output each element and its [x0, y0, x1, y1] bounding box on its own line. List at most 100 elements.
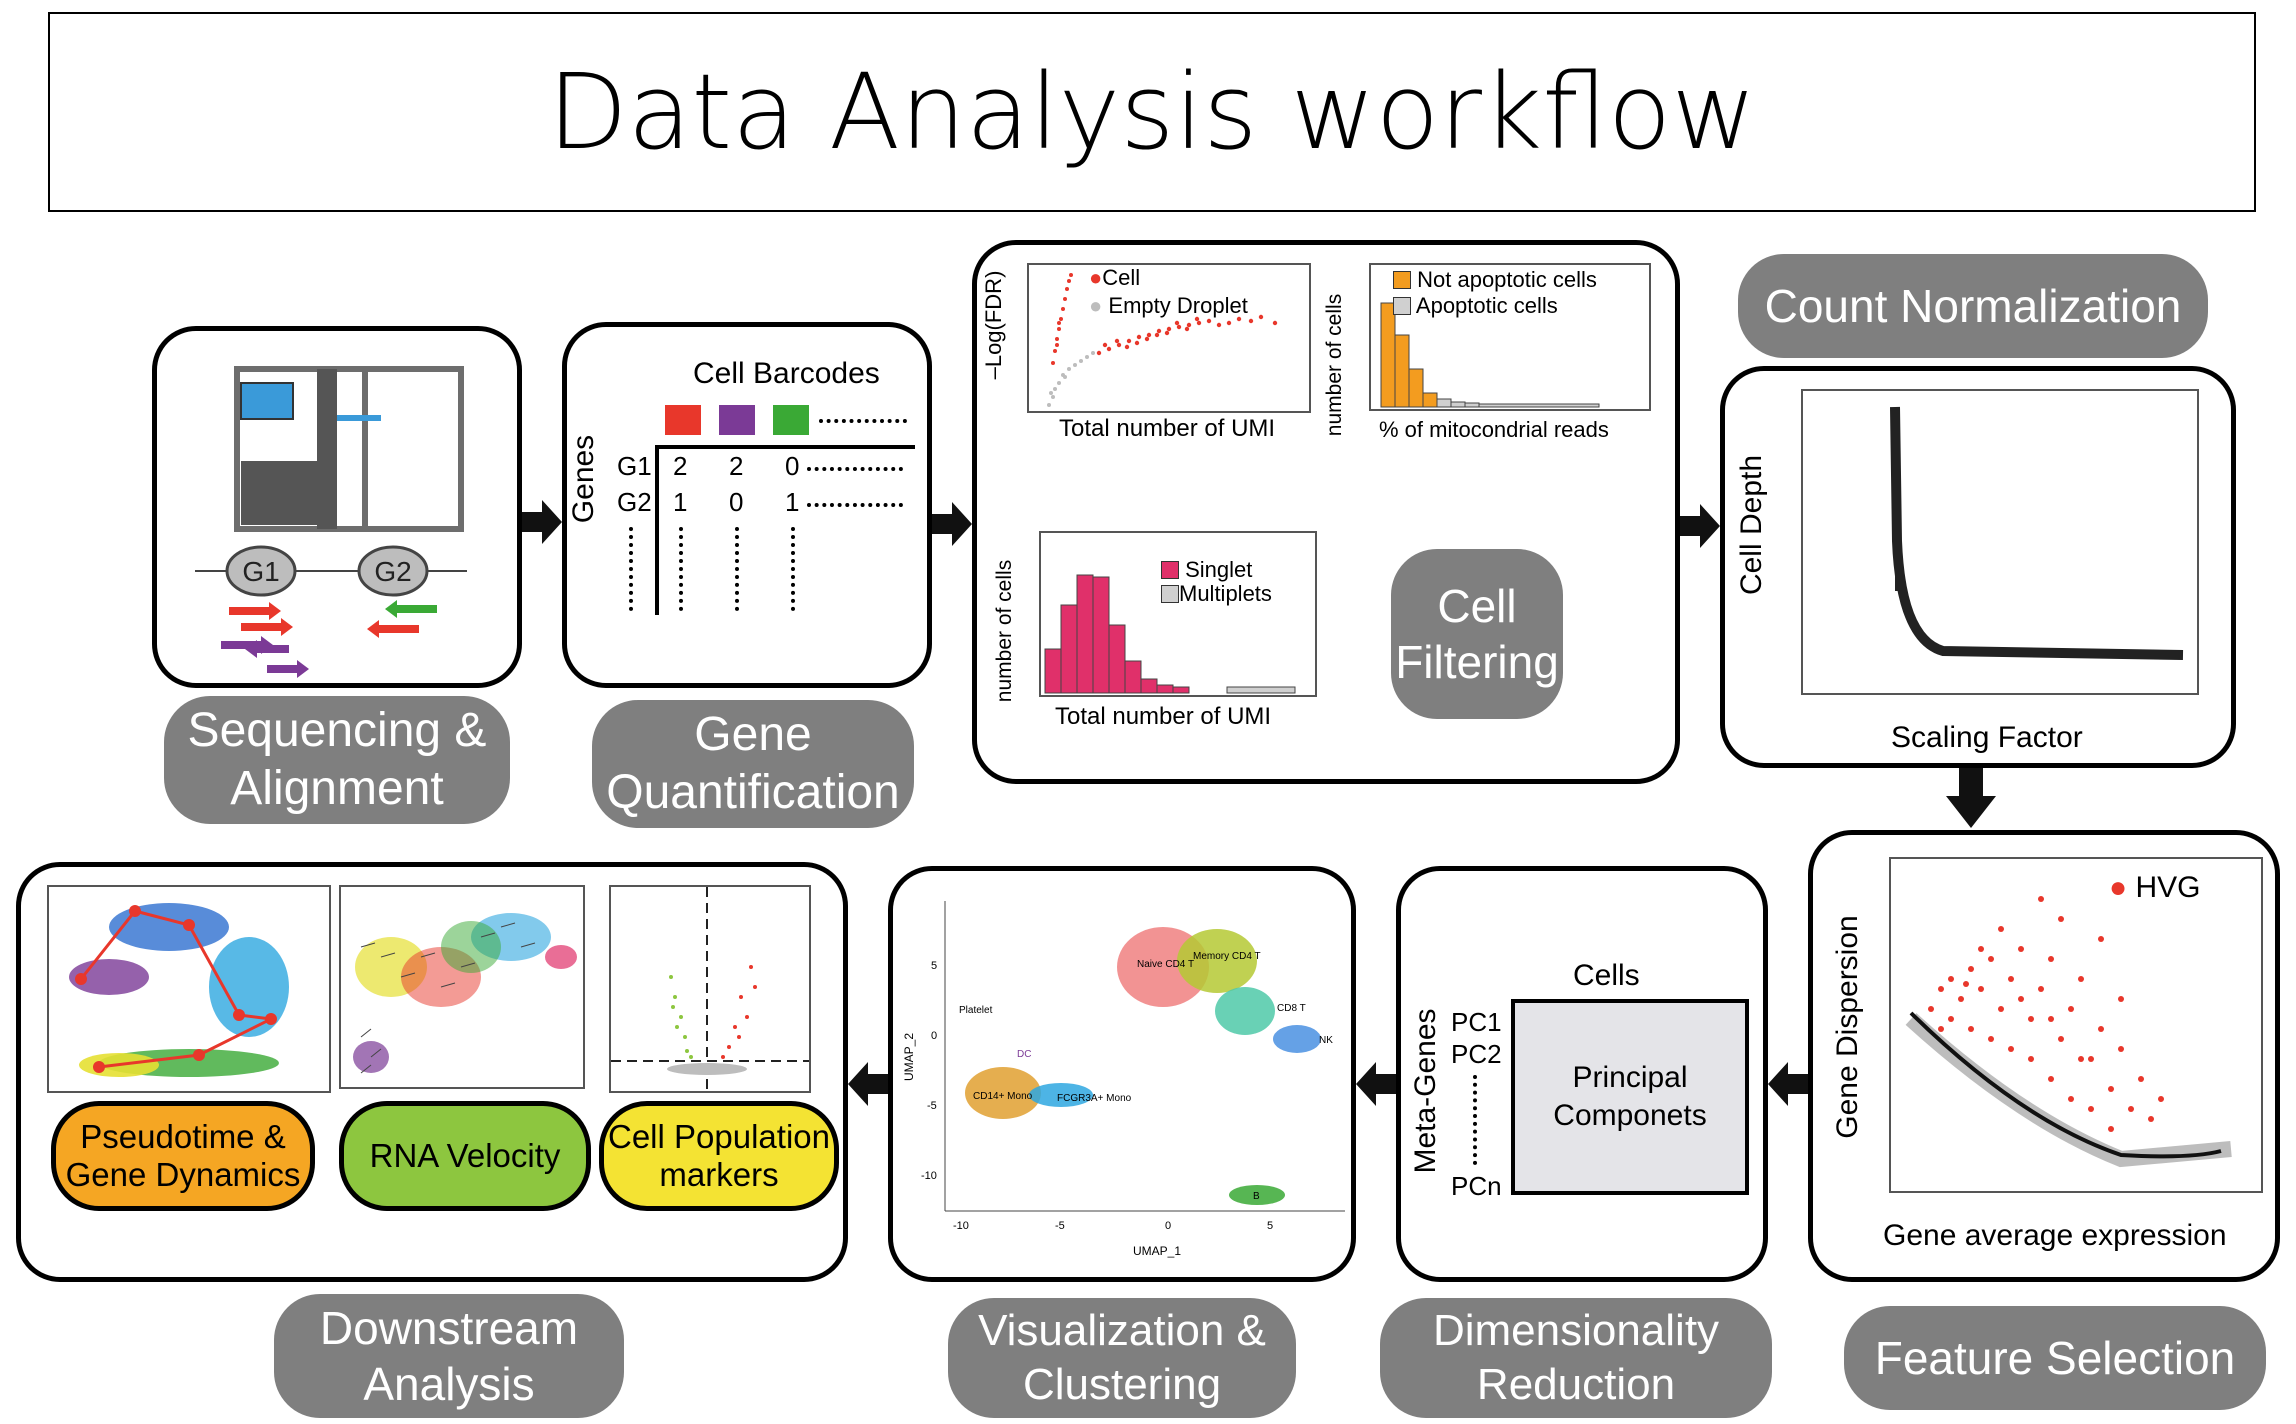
stage-label-downstream: Downstream Analysis: [274, 1294, 624, 1418]
feature-selection-panel: ● HVG Gene Dispersion Gene average expre…: [1808, 830, 2280, 1282]
cell-value: 0: [785, 451, 800, 481]
sequencer-illustration: G1 G2: [195, 366, 467, 678]
dispersion-ylabel: Gene Dispersion: [1831, 915, 1864, 1139]
rna-velocity-field: [353, 913, 577, 1074]
pc1-label: PC1: [1451, 1007, 1502, 1037]
arrow-right-icon: [522, 500, 562, 544]
rna-velocity-plot: [339, 885, 585, 1089]
x-tick: -5: [1055, 1220, 1065, 1232]
scaling-factor-xlabel: Scaling Factor: [1891, 721, 2083, 754]
mito-histogram-bars: [1380, 302, 1600, 408]
cluster-label: NK: [1319, 1035, 1333, 1046]
arrow-left-icon: [1356, 1062, 1396, 1106]
legend-singlet: Singlet: [1161, 557, 1252, 583]
cluster-label: FCGR3A+ Mono: [1057, 1093, 1132, 1104]
dispersion-scatter: [1905, 896, 2232, 1168]
chip-cell-population-markers: Cell Population markers: [599, 1101, 839, 1211]
sequencing-panel: G1 G2: [152, 326, 522, 688]
barcode-green: [773, 405, 809, 435]
stage-label-sequencing: Sequencing & Alignment: [164, 696, 510, 824]
arrow-right-icon: [932, 502, 972, 546]
matrix-top-rule: [657, 445, 915, 449]
cell-value: 0: [729, 487, 744, 517]
dispersion-xlabel: Gene average expression: [1883, 1219, 2227, 1252]
arrow-left-icon: [848, 1062, 888, 1106]
chip-pseudotime: Pseudotime & Gene Dynamics: [51, 1101, 315, 1211]
row-gene-g2: G2: [617, 487, 652, 517]
arrow-right-icon: [1680, 504, 1720, 548]
cells-label: Cells: [1573, 959, 1640, 992]
y-tick: -10: [921, 1170, 937, 1182]
gene2-label: G2: [374, 556, 411, 587]
legend-cell: ●Cell: [1089, 265, 1141, 290]
matrix-left-rule: [655, 445, 659, 615]
legend-not-apoptotic: Not apoptotic cells: [1393, 267, 1597, 293]
stage-label-visualization: Visualization & Clustering: [948, 1298, 1296, 1418]
mito-histogram: [1369, 263, 1651, 411]
cluster-label: Naive CD4 T: [1137, 959, 1194, 970]
normalization-panel: Cell Depth Scaling Factor: [1720, 366, 2236, 768]
row-gene-g1: G1: [617, 451, 652, 481]
dispersion-plot: [1889, 857, 2263, 1193]
fdr-ylabel: –Log(FDR): [981, 270, 1006, 380]
pc2-label: PC2: [1451, 1039, 1502, 1069]
singlet-histogram-bars: [1044, 574, 1296, 694]
genes-axis-label: Genes: [567, 434, 600, 524]
fdr-scatter-points: [1047, 273, 1278, 407]
x-tick: 0: [1165, 1220, 1171, 1232]
fdr-xlabel: Total number of UMI: [1059, 415, 1276, 442]
cluster-label: CD14+ Mono: [973, 1091, 1033, 1102]
chip-rna-velocity: RNA Velocity: [339, 1101, 591, 1211]
pcn-label: PCn: [1451, 1171, 1502, 1201]
y-tick: 5: [931, 960, 937, 972]
arrow-left-icon: [1768, 1062, 1808, 1106]
cluster-label: DC: [1017, 1049, 1031, 1060]
page-title: Data Analysis workflow: [547, 51, 1757, 173]
mito-xlabel: % of mitocondrial reads: [1379, 417, 1609, 442]
gene-quant-panel: Cell Barcodes Genes G1 2 2 0 G2 1 0 1: [562, 322, 932, 688]
cell-depth-curve: [1890, 406, 2184, 660]
singlet-xlabel: Total number of UMI: [1055, 703, 1272, 730]
singlet-histogram: [1039, 531, 1317, 697]
dim-reduction-panel: Cells Meta-Genes PC1 PC2 PCn Principal C…: [1396, 866, 1768, 1282]
cluster-label: B: [1253, 1191, 1260, 1202]
pseudotime-plot: [47, 885, 331, 1093]
legend-empty-droplet: ● Empty Droplet: [1089, 293, 1248, 318]
metagenes-label: Meta-Genes: [1409, 1008, 1442, 1174]
cell-value: 2: [673, 451, 688, 481]
cluster-label: CD8 T: [1277, 1003, 1306, 1014]
legend-hvg: ● HVG: [2109, 871, 2201, 904]
mito-ylabel: number of cells: [1323, 293, 1346, 437]
umap-xlabel: UMAP_1: [1133, 1244, 1181, 1258]
stage-label-normalization: Count Normalization: [1738, 254, 2208, 358]
cell-depth-ylabel: Cell Depth: [1735, 454, 1768, 596]
legend-multiplets: Multiplets: [1161, 581, 1272, 607]
cell-depth-plot: [1801, 389, 2199, 695]
stage-label-feature-selection: Feature Selection: [1844, 1306, 2266, 1410]
cell-value: 1: [785, 487, 800, 517]
title-box: Data Analysis workflow: [48, 12, 2256, 212]
volcano-points: [611, 887, 809, 1091]
singlet-ylabel: number of cells: [993, 559, 1016, 703]
cell-barcodes-label: Cell Barcodes: [693, 357, 880, 390]
cell-value: 2: [729, 451, 744, 481]
cell-filtering-panel: ●Cell ● Empty Droplet –Log(FDR) Total nu…: [972, 240, 1680, 784]
gene1-label: G1: [242, 556, 279, 587]
arrow-down-icon: [1946, 768, 1996, 828]
y-tick: 0: [931, 1030, 937, 1042]
downstream-panel: Pseudotime & Gene Dynamics RNA Velocity …: [16, 862, 848, 1282]
y-tick: -5: [927, 1100, 937, 1112]
fdr-scatter-plot: [1027, 263, 1311, 413]
barcode-purple: [719, 405, 755, 435]
cluster-label: Platelet: [959, 1005, 993, 1016]
visualization-panel: Platelet DC CD14+ Mono FCGR3A+ Mono Naiv…: [888, 866, 1356, 1282]
principal-components-box: Principal Componets: [1511, 999, 1749, 1195]
x-tick: 5: [1267, 1220, 1273, 1232]
x-tick: -10: [953, 1220, 969, 1232]
legend-apoptotic: Apoptotic cells: [1393, 293, 1558, 319]
cluster-label: Memory CD4 T: [1193, 951, 1261, 962]
stage-label-gene-quant: Gene Quantification: [592, 700, 914, 828]
stage-label-dim-reduction: Dimensionality Reduction: [1380, 1298, 1772, 1418]
cell-value: 1: [673, 487, 688, 517]
pseudotime-trajectory: [69, 903, 289, 1077]
